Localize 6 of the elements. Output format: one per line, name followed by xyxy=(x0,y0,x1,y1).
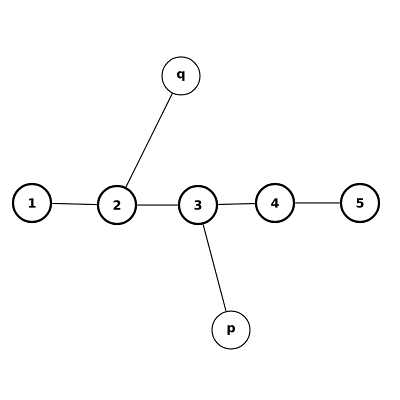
edge-line xyxy=(218,202,255,206)
edge-line xyxy=(125,93,173,188)
edge-line xyxy=(295,202,340,204)
edge-line xyxy=(52,202,97,206)
edge-line xyxy=(202,224,227,312)
edge-line xyxy=(137,204,178,206)
